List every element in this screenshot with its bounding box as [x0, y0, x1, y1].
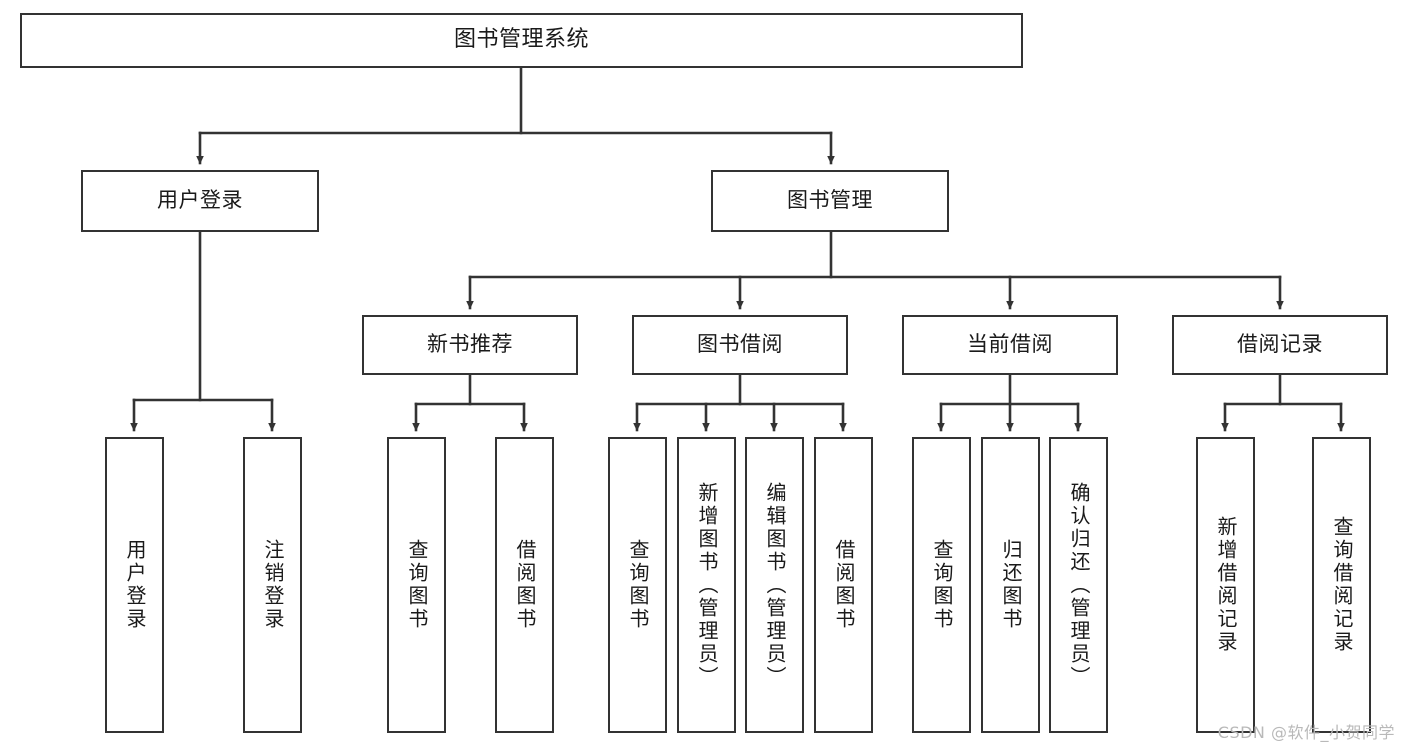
- node-user-login-label: 用户登录: [157, 188, 243, 213]
- node-leaf-return-book[interactable]: 归还图书: [981, 437, 1040, 733]
- node-leaf-user-logout-label: 注销登录: [261, 539, 285, 631]
- node-leaf-query-book-2[interactable]: 查询图书: [608, 437, 667, 733]
- node-borrow-record[interactable]: 借阅记录: [1172, 315, 1388, 375]
- node-leaf-add-record-label: 新增借阅记录: [1214, 516, 1238, 654]
- node-leaf-add-book-label: 新增图书（管理员）: [695, 481, 719, 689]
- node-leaf-query-record[interactable]: 查询借阅记录: [1312, 437, 1371, 733]
- node-leaf-borrow-book-1-label: 借阅图书: [513, 539, 537, 631]
- node-book-borrow-label: 图书借阅: [697, 332, 783, 357]
- node-leaf-query-book-2-label: 查询图书: [626, 539, 650, 631]
- node-leaf-borrow-book-2-label: 借阅图书: [832, 539, 856, 631]
- node-leaf-query-book-1[interactable]: 查询图书: [387, 437, 446, 733]
- csdn-watermark: CSDN @软件_小贺同学: [1217, 723, 1395, 742]
- node-book-management[interactable]: 图书管理: [711, 170, 949, 232]
- node-leaf-edit-book[interactable]: 编辑图书（管理员）: [745, 437, 804, 733]
- node-leaf-borrow-book-1[interactable]: 借阅图书: [495, 437, 554, 733]
- node-leaf-user-login-label: 用户登录: [123, 539, 147, 631]
- node-leaf-query-book-1-label: 查询图书: [405, 539, 429, 631]
- node-leaf-confirm-return[interactable]: 确认归还（管理员）: [1049, 437, 1108, 733]
- node-leaf-query-book-3-label: 查询图书: [930, 539, 954, 631]
- node-leaf-edit-book-label: 编辑图书（管理员）: [763, 481, 787, 689]
- node-leaf-confirm-return-label: 确认归还（管理员）: [1067, 481, 1091, 689]
- node-current-borrow-label: 当前借阅: [967, 332, 1053, 357]
- node-leaf-add-book[interactable]: 新增图书（管理员）: [677, 437, 736, 733]
- node-leaf-query-book-3[interactable]: 查询图书: [912, 437, 971, 733]
- node-leaf-user-login[interactable]: 用户登录: [105, 437, 164, 733]
- node-user-login[interactable]: 用户登录: [81, 170, 319, 232]
- node-current-borrow[interactable]: 当前借阅: [902, 315, 1118, 375]
- node-book-management-label: 图书管理: [787, 188, 873, 213]
- node-book-borrow[interactable]: 图书借阅: [632, 315, 848, 375]
- node-new-book-recommend-label: 新书推荐: [427, 332, 513, 357]
- node-root-system[interactable]: 图书管理系统: [20, 13, 1023, 68]
- node-leaf-query-record-label: 查询借阅记录: [1330, 516, 1354, 654]
- node-new-book-recommend[interactable]: 新书推荐: [362, 315, 578, 375]
- node-leaf-return-book-label: 归还图书: [999, 539, 1023, 631]
- node-root-system-label: 图书管理系统: [453, 27, 589, 53]
- node-borrow-record-label: 借阅记录: [1237, 332, 1323, 357]
- node-leaf-add-record[interactable]: 新增借阅记录: [1196, 437, 1255, 733]
- node-leaf-borrow-book-2[interactable]: 借阅图书: [814, 437, 873, 733]
- node-leaf-user-logout[interactable]: 注销登录: [243, 437, 302, 733]
